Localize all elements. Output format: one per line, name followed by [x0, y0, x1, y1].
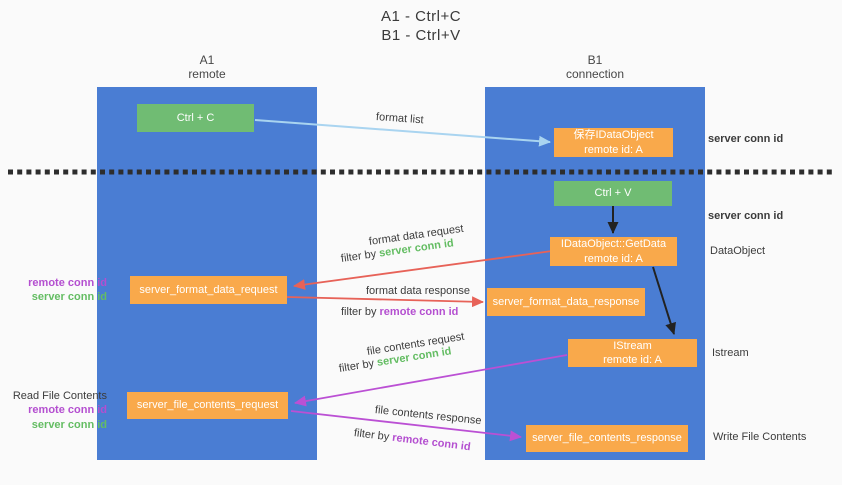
node-istream-line2: remote id: A [603, 354, 662, 366]
lifeline-header-a1: A1 remote [97, 53, 317, 81]
server-conn-id-label: server conn id [31, 418, 107, 431]
node-file-request-label: server_file_contents_request [136, 399, 279, 412]
server-conn-id-label: server conn id [31, 291, 107, 304]
node-ctrl-c: Ctrl + C [137, 104, 254, 132]
lifeline-header-b1: B1 connection [485, 53, 705, 81]
title-line-1: A1 - Ctrl+C [380, 8, 462, 25]
lifeline-a1-name: A1 [199, 53, 215, 67]
right-write-file-contents-label: Write File Contents [713, 431, 807, 443]
node-server-format-data-response: server_format_data_response [487, 288, 645, 316]
right-server-conn-id-paste: server conn id [708, 210, 784, 222]
right-server-conn-id-save: server conn id [708, 133, 784, 145]
node-idataobject-getdata: IDataObject::GetData remote id: A [550, 237, 677, 266]
node-ctrl-v: Ctrl + V [554, 181, 672, 206]
title-line-2: B1 - Ctrl+V [381, 26, 461, 44]
remote-conn-id-keyword: remote conn id [379, 306, 459, 318]
arrow-getdata-to-istream [652, 266, 676, 335]
filter-by-text: filter by [341, 306, 377, 318]
node-istream-line1: IStream [613, 339, 652, 352]
arrow-format-data-request [293, 250, 553, 290]
node-ctrl-v-label: Ctrl + V [594, 187, 632, 200]
node-server-file-contents-request: server_file_contents_request [127, 392, 288, 419]
node-istream: IStream remote id: A [568, 339, 697, 367]
arrow-format-data-response [286, 296, 484, 308]
arrow-file-contents-response [290, 410, 522, 442]
read-file-contents-label: Read File Contents [12, 390, 107, 402]
remote-conn-id-label: remote conn id [28, 404, 107, 417]
node-format-request-label: server_format_data_request [139, 283, 278, 296]
node-ctrl-c-label: Ctrl + C [176, 111, 215, 124]
left-annotation-format: remote conn id server conn id [8, 276, 107, 305]
node-getdata-line2: remote id: A [584, 252, 643, 265]
node-server-file-contents-response: server_file_contents_response [526, 425, 688, 452]
lifeline-b1-role: connection [565, 67, 625, 82]
arrow-format-list [254, 119, 551, 147]
lifeline-b1-name: B1 [587, 53, 603, 67]
node-save-dataobject-line2: remote id: A [584, 143, 643, 156]
arrow-file-contents-request [294, 354, 568, 407]
lifeline-a1-role: remote [188, 67, 226, 82]
left-annotation-file: Read File Contents remote conn id server… [8, 389, 107, 432]
node-getdata-line1: IDataObject::GetData [560, 238, 667, 251]
diagram-title: A1 - Ctrl+C B1 - Ctrl+V [0, 8, 842, 46]
label-format-data-response: format data response [366, 285, 470, 297]
node-save-dataobject-line1: 保存IDataObject [573, 129, 654, 142]
right-istream-label: Istream [712, 347, 749, 359]
node-server-format-data-request: server_format_data_request [130, 276, 287, 304]
label-filter-by-remote-conn-id-1: filter by remote conn id [341, 306, 458, 318]
right-dataobject-label: DataObject [710, 245, 766, 257]
remote-conn-id-label: remote conn id [28, 277, 107, 289]
node-format-response-label: server_format_data_response [492, 295, 640, 308]
node-file-response-label: server_file_contents_response [532, 432, 682, 445]
node-save-dataobject: 保存IDataObject remote id: A [554, 128, 673, 157]
